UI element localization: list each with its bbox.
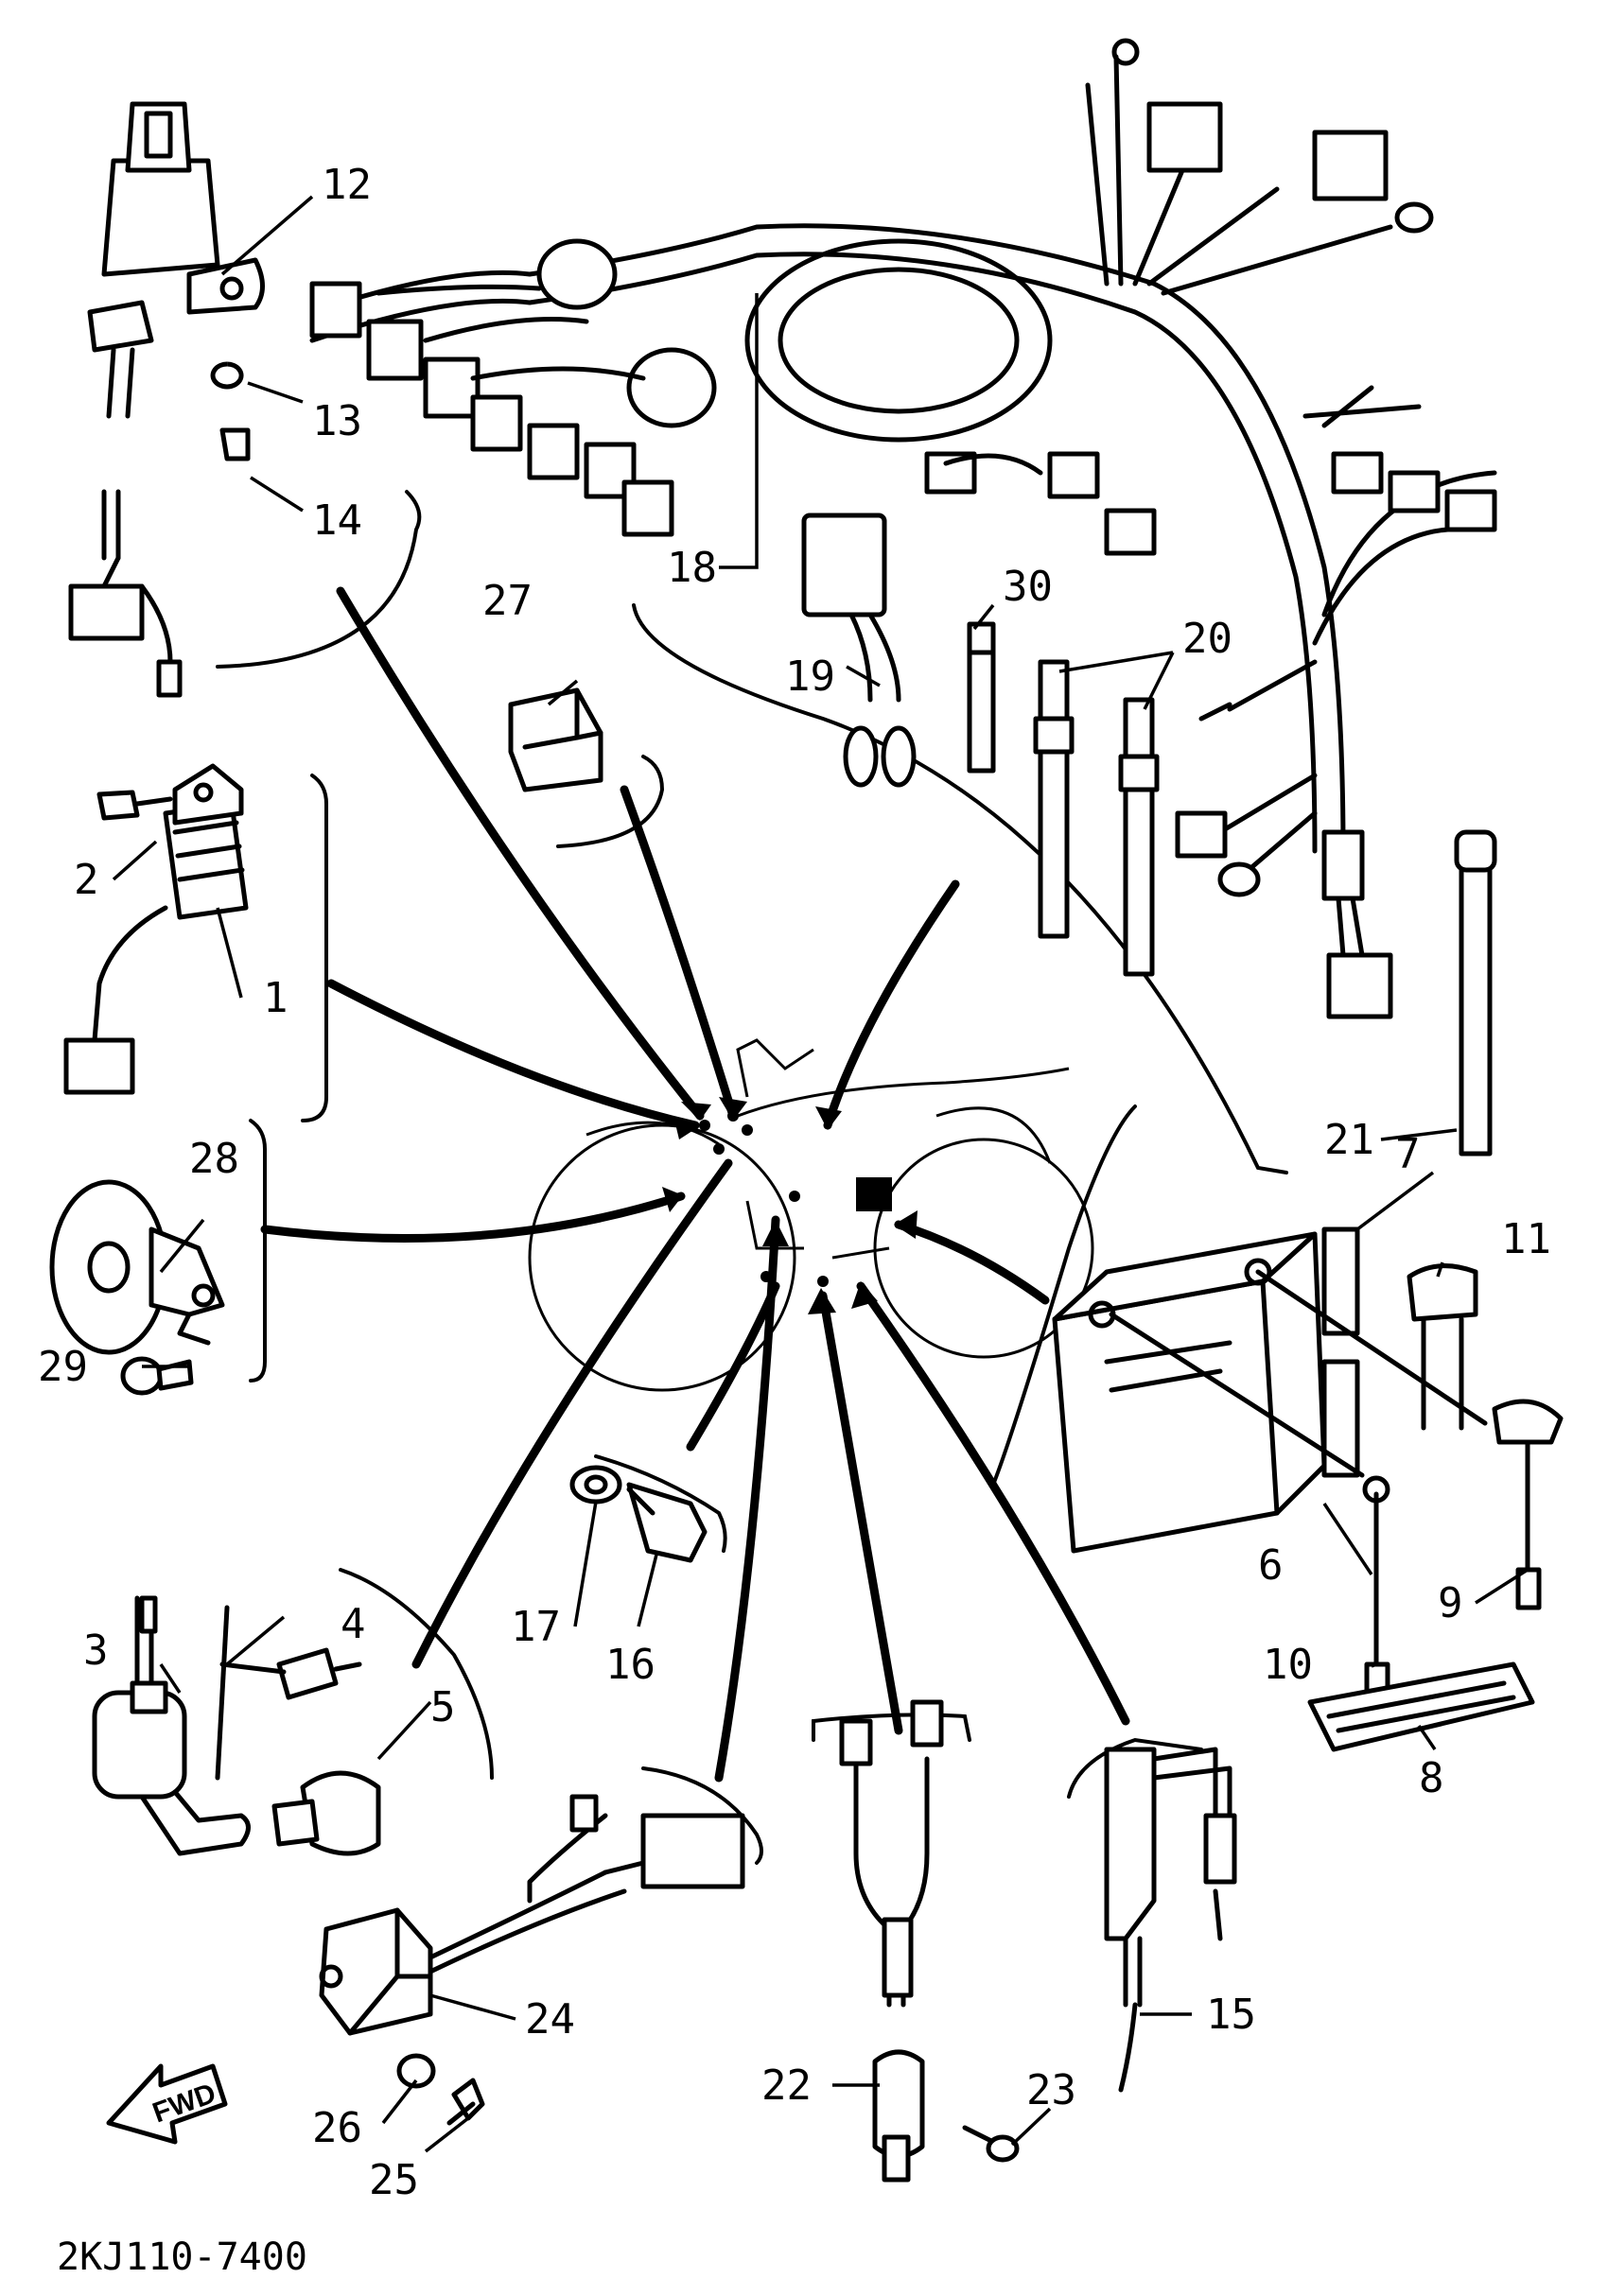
- callout-20: 20: [1182, 615, 1232, 663]
- callout-17: 17: [511, 1603, 561, 1651]
- callout-10: 10: [1263, 1641, 1313, 1689]
- diagram-code: 2KJ110-7400: [57, 2235, 307, 2279]
- callout-7: 7: [1395, 1130, 1421, 1178]
- callout-15: 15: [1206, 1991, 1256, 2039]
- horn: [49, 1179, 225, 1396]
- callout-leaders: [112, 195, 1529, 2153]
- callout-24: 24: [525, 1995, 575, 2044]
- ignition-coil-group: [92, 1595, 381, 1856]
- callout-30: 30: [1003, 563, 1053, 611]
- battery-group: [1052, 1226, 1564, 1752]
- main-switch-group: [68, 101, 265, 698]
- callout-11: 11: [1501, 1215, 1551, 1263]
- relay-19: [801, 513, 917, 788]
- callout-numbers: 1 2 3 4 5 6 7 8 9 10 11 12 13 14 15 16 1…: [38, 161, 1551, 2204]
- wire-harness: [309, 38, 1497, 1019]
- callout-5: 5: [430, 1683, 456, 1731]
- callout-22: 22: [761, 2061, 812, 2110]
- callout-16: 16: [605, 1641, 655, 1689]
- flasher-relay: [508, 687, 603, 792]
- callout-13: 13: [312, 397, 362, 445]
- cdi-unit: [319, 1794, 745, 2126]
- callout-8: 8: [1419, 1754, 1444, 1802]
- callout-4: 4: [341, 1600, 366, 1648]
- callout-3: 3: [83, 1626, 109, 1675]
- group-brackets: [216, 490, 1288, 1865]
- cable-bands: [967, 621, 1497, 1157]
- forward-arrow-icon: FWD: [106, 2063, 228, 2145]
- callout-19: 19: [785, 652, 835, 701]
- callout-6: 6: [1258, 1541, 1284, 1590]
- stop-switch: [839, 1699, 1020, 2183]
- callout-1: 1: [263, 974, 288, 1022]
- callout-26: 26: [312, 2104, 362, 2152]
- spark-plug-cap: [1104, 1747, 1237, 2093]
- callout-21: 21: [1324, 1116, 1374, 1164]
- callout-28: 28: [189, 1135, 239, 1183]
- callout-12: 12: [322, 161, 372, 209]
- callout-25: 25: [369, 2156, 419, 2204]
- callout-29: 29: [38, 1343, 88, 1391]
- callout-9: 9: [1438, 1579, 1463, 1627]
- callout-18: 18: [667, 544, 717, 592]
- callout-14: 14: [312, 496, 362, 545]
- callout-23: 23: [1026, 2066, 1076, 2114]
- neutral-switch: [569, 1465, 708, 1563]
- rectifier-regulator: [63, 763, 249, 1095]
- callout-27: 27: [482, 577, 533, 625]
- callout-2: 2: [74, 856, 99, 904]
- assembly-leaders: [260, 586, 1130, 1783]
